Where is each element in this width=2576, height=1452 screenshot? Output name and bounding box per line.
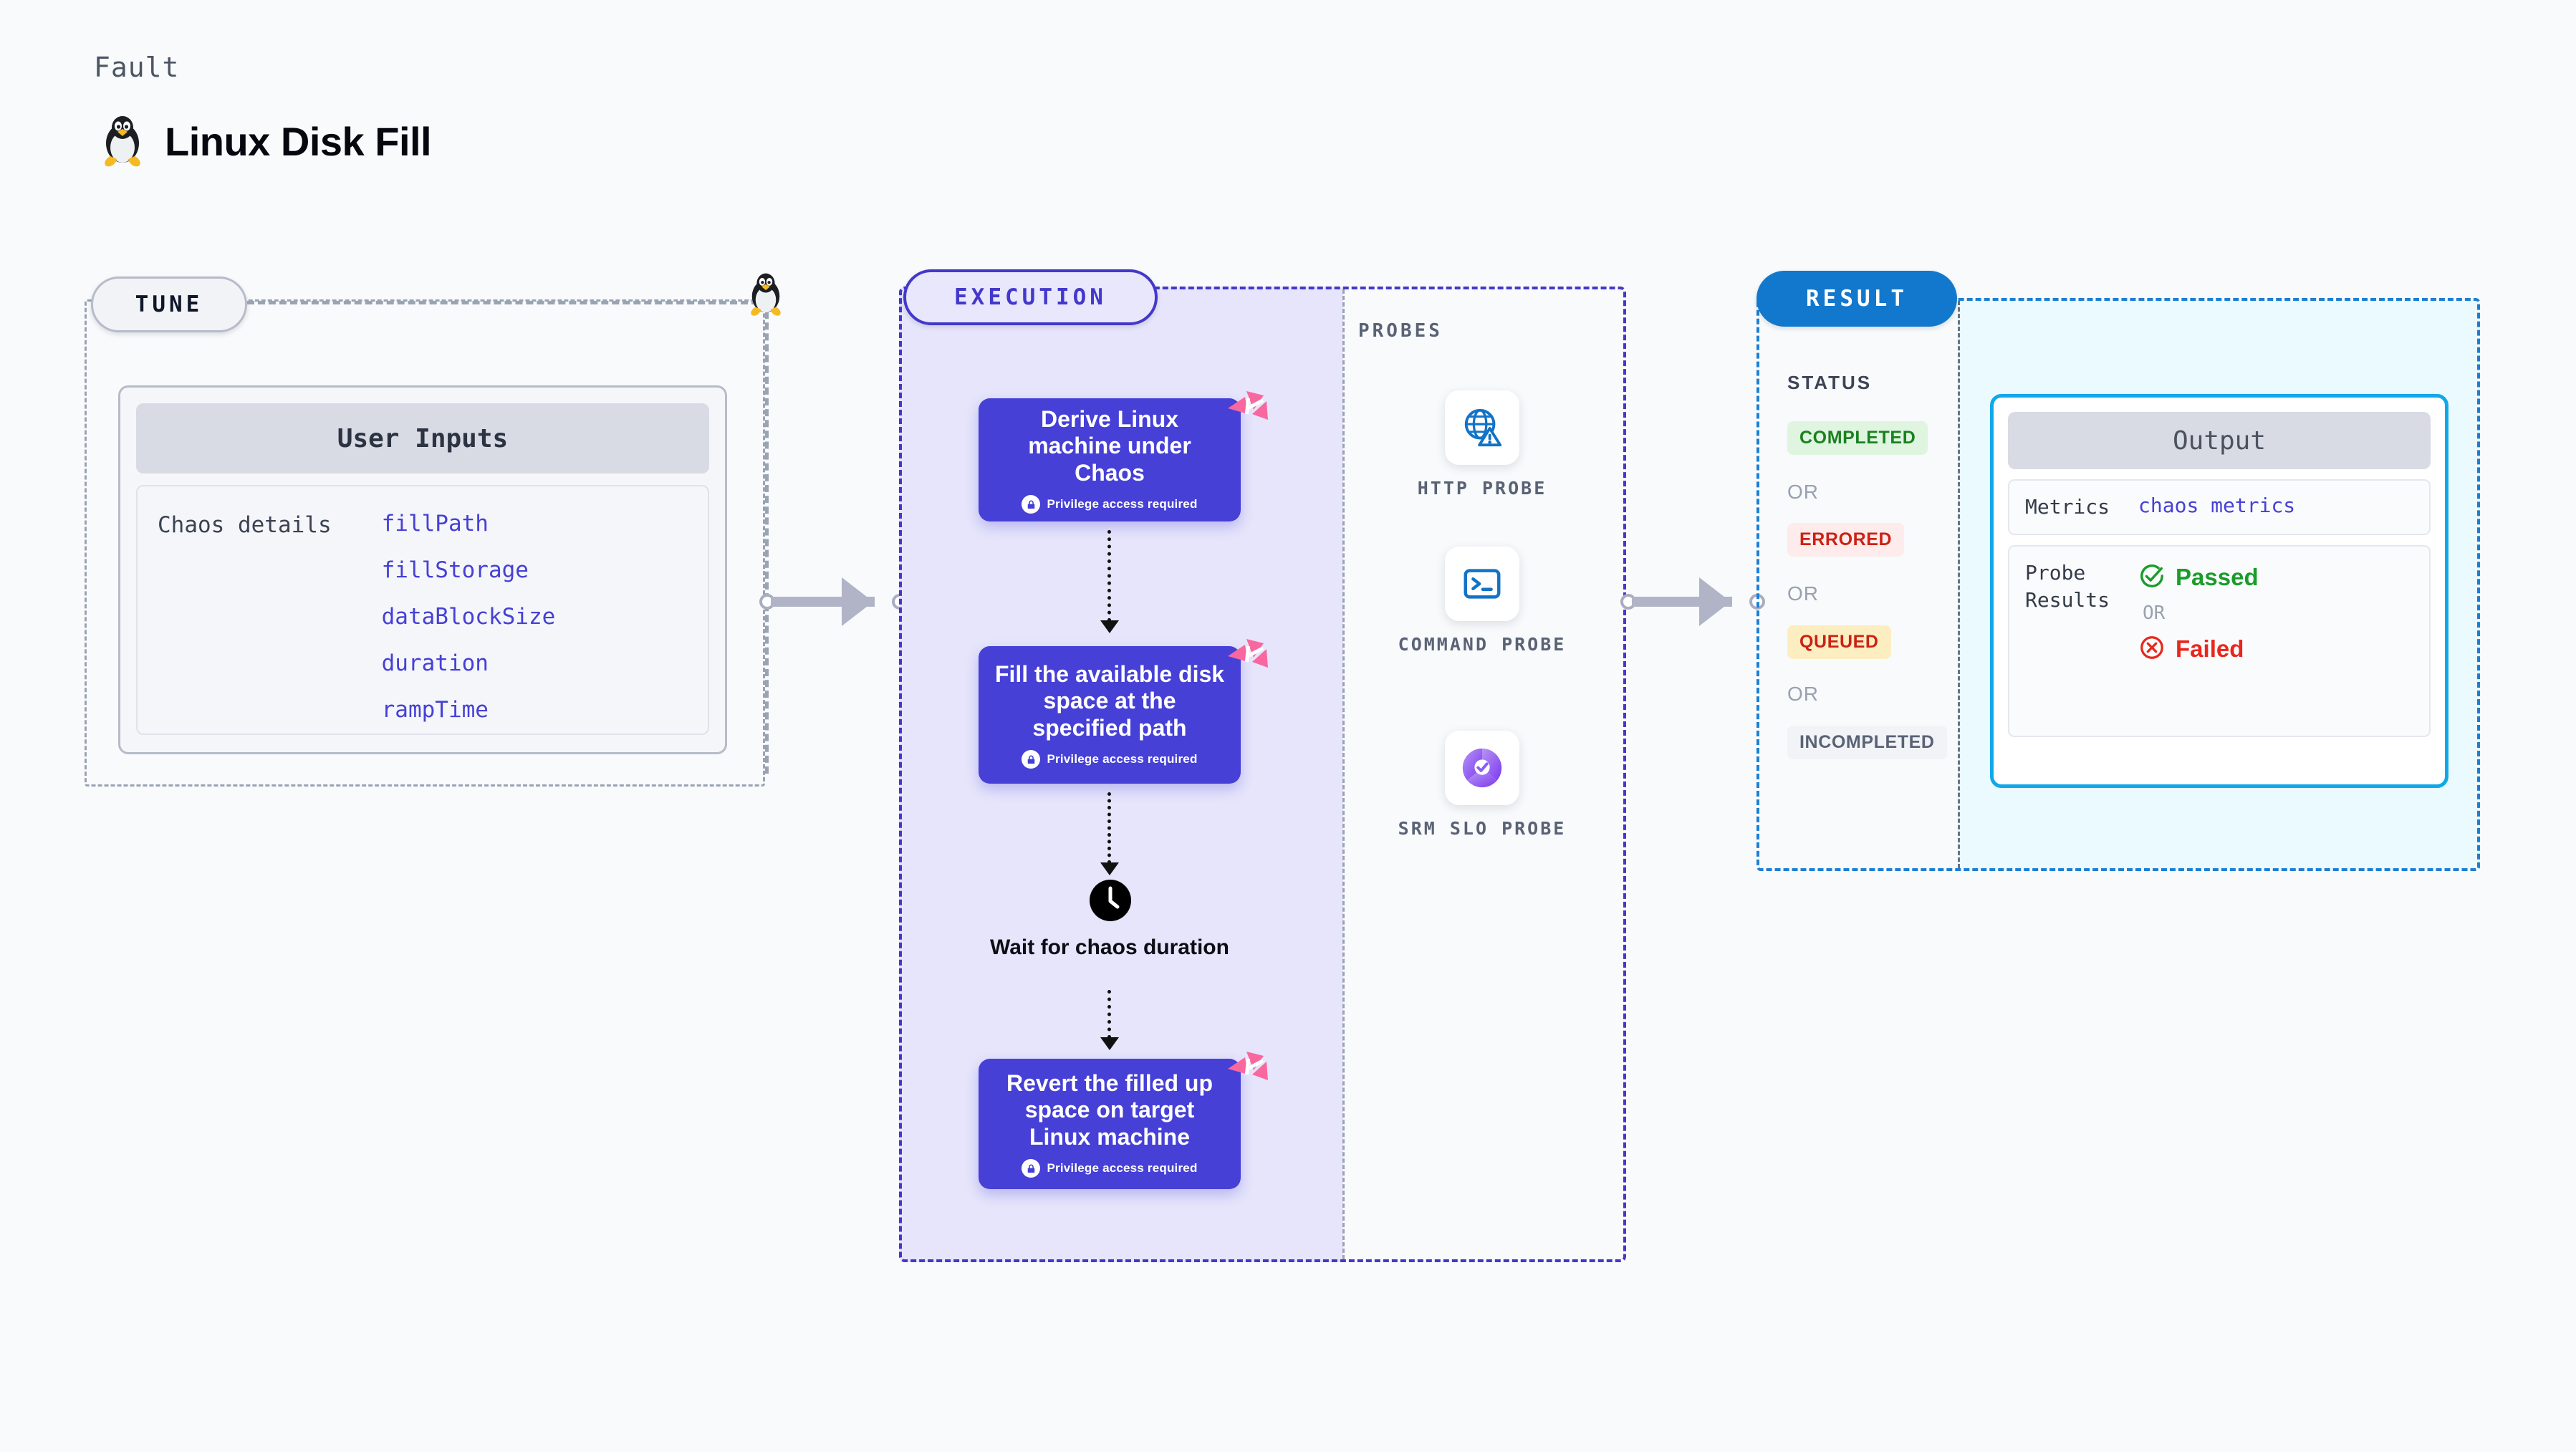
status-badge-errored: ERRORED	[1787, 523, 1905, 557]
status-badge-completed: COMPLETED	[1787, 421, 1928, 455]
probe-result-passed: Passed	[2138, 562, 2259, 592]
execution-pill-label[interactable]: EXECUTION	[903, 269, 1158, 325]
output-header: Output	[2008, 412, 2431, 469]
output-metrics-key: Metrics	[2025, 495, 2110, 519]
result-region	[1756, 298, 2480, 871]
execution-card-1-badge: Privilege access required	[1022, 495, 1197, 514]
flow-arrow-line-3	[1107, 990, 1111, 1039]
status-or-2: OR	[1787, 582, 1819, 605]
flow-arrow-head-2	[1100, 862, 1119, 875]
execution-card-2-badge: Privilege access required	[1022, 750, 1197, 769]
page-title-row: Linux Disk Fill	[100, 115, 432, 168]
linux-tux-icon	[100, 115, 145, 168]
probes-divider	[1342, 289, 1345, 1259]
probe-result-failed: Failed	[2138, 634, 2259, 664]
lock-icon	[1022, 1159, 1041, 1178]
output-metrics-row: Metrics chaos metrics	[2008, 479, 2431, 535]
chaos-fault-icon	[1225, 633, 1272, 684]
probe-item-command[interactable]: COMMAND PROBE	[1375, 547, 1590, 657]
slo-donut-check-icon	[1445, 731, 1519, 805]
probe-result-failed-label: Failed	[2176, 635, 2244, 662]
flow-arrow-line-1	[1107, 530, 1111, 622]
execution-card-3-title: Revert the filled up space on target Lin…	[1006, 1069, 1213, 1150]
probe-result-passed-label: Passed	[2176, 563, 2259, 590]
param-duration[interactable]: duration	[381, 650, 489, 676]
lock-icon	[1022, 750, 1041, 769]
linux-tux-marker-icon	[747, 272, 784, 320]
status-or-1: OR	[1787, 481, 1819, 503]
lock-icon	[1022, 495, 1041, 514]
probe-result-or: OR	[2143, 602, 2166, 624]
chaos-fault-icon	[1225, 1046, 1272, 1097]
result-pill-label[interactable]: RESULT	[1756, 271, 1957, 327]
param-fillpath[interactable]: fillPath	[381, 511, 489, 537]
user-inputs-header: User Inputs	[136, 403, 709, 473]
flow-arrow-head-3	[1100, 1037, 1119, 1050]
execution-card-2-badge-text: Privilege access required	[1047, 752, 1198, 766]
execution-card-3-badge-text: Privilege access required	[1047, 1161, 1198, 1175]
connector-arrow-tune-exec	[842, 577, 873, 626]
probe-item-srm-slo[interactable]: SRM SLO PROBE	[1375, 731, 1590, 841]
execution-card-1[interactable]: Derive Linux machine under Chaos Privile…	[979, 398, 1241, 521]
status-section-label: STATUS	[1787, 372, 1873, 393]
page-title: Linux Disk Fill	[165, 118, 432, 164]
flow-arrow-line-2	[1107, 792, 1111, 864]
probe-item-http[interactable]: HTTP PROBE	[1375, 390, 1590, 501]
status-badge-incompleted: INCOMPLETED	[1787, 726, 1947, 759]
execution-card-3-badge: Privilege access required	[1022, 1159, 1197, 1178]
terminal-icon	[1445, 547, 1519, 621]
output-metrics-value[interactable]: chaos metrics	[2138, 494, 2296, 517]
status-or-3: OR	[1787, 683, 1819, 705]
param-datablocksize[interactable]: dataBlockSize	[381, 604, 556, 630]
probe-item-command-label: COMMAND PROBE	[1398, 634, 1567, 655]
probes-section-label: PROBES	[1358, 320, 1443, 342]
probe-item-http-label: HTTP PROBE	[1417, 478, 1547, 499]
execution-card-1-badge-text: Privilege access required	[1047, 497, 1198, 511]
user-inputs-card: User Inputs Chaos details fillPath fillS…	[118, 385, 727, 754]
output-probe-results-row: Probe Results Passed OR	[2008, 544, 2431, 737]
connector-arrow-exec-result	[1699, 577, 1731, 626]
tune-tux-connector-vertical	[765, 301, 769, 774]
probe-item-srm-slo-label: SRM SLO PROBE	[1398, 818, 1567, 839]
execution-card-2[interactable]: Fill the available disk space at the spe…	[979, 646, 1241, 784]
result-divider	[1958, 301, 1960, 868]
check-circle-icon	[2138, 562, 2166, 592]
status-badge-queued: QUEUED	[1787, 625, 1891, 659]
execution-card-3[interactable]: Revert the filled up space on target Lin…	[979, 1059, 1241, 1189]
param-fillstorage[interactable]: fillStorage	[381, 557, 529, 583]
flow-arrow-head-1	[1100, 620, 1119, 633]
param-ramptime[interactable]: rampTime	[381, 697, 489, 723]
tune-tux-connector-horizontal	[247, 301, 759, 304]
execution-card-1-title: Derive Linux machine under Chaos	[1028, 405, 1191, 486]
x-circle-icon	[2138, 634, 2166, 664]
tune-region	[85, 299, 765, 787]
globe-warning-icon	[1445, 390, 1519, 465]
tune-pill-label[interactable]: TUNE	[91, 277, 247, 332]
output-probe-results-values: Passed OR Failed	[2138, 559, 2259, 664]
output-card: Output Metrics chaos metrics Probe Resul…	[1990, 394, 2448, 788]
chaos-details-label: Chaos details	[158, 512, 332, 538]
clock-icon	[1090, 880, 1131, 925]
output-probe-results-key: Probe Results	[2025, 560, 2110, 612]
chaos-params-list: fillPath fillStorage dataBlockSize durat…	[381, 511, 556, 723]
wait-for-chaos-duration-label: Wait for chaos duration	[990, 936, 1229, 959]
execution-region	[899, 287, 1626, 1262]
chaos-fault-icon	[1225, 385, 1272, 436]
execution-card-2-title: Fill the available disk space at the spe…	[994, 660, 1225, 741]
page-eyebrow-fault: Fault	[94, 52, 180, 83]
user-inputs-body: Chaos details fillPath fillStorage dataB…	[136, 485, 709, 735]
